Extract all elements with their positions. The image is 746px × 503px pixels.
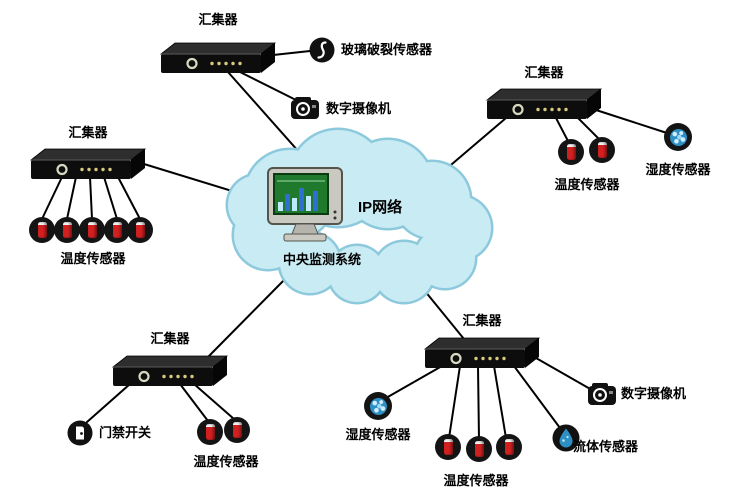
fluid-sensor-icon (552, 424, 580, 452)
aggregator-left-label: 汇集器 (68, 125, 108, 140)
humidity-sensor-icon (364, 392, 392, 420)
humidity-sensor-right-label: 湿度传感器 (645, 162, 711, 177)
aggregator-top-icon (159, 41, 277, 75)
aggregator-bottom-right-label: 汇集器 (462, 313, 502, 328)
aggregator-bottom-left-icon (111, 354, 229, 388)
digital-camera-bottom-icon (588, 383, 616, 407)
humidity-sensor-bottom-label: 湿度传感器 (345, 427, 411, 442)
digital-camera-top-icon (291, 97, 319, 121)
glass-break-sensor-label: 玻璃破裂传感器 (341, 42, 433, 57)
temperature-sensor-icon (496, 434, 522, 460)
temperature-sensor-icon (29, 217, 55, 243)
humidity-sensor-icon (664, 123, 692, 151)
door-switch-icon (67, 420, 93, 446)
digital-camera-bottom-label: 数字摄像机 (621, 386, 687, 401)
aggregator-right-icon (485, 87, 603, 121)
temperature-sensor-icon (558, 139, 584, 165)
fluid-sensor-label: 流体传感器 (573, 439, 639, 454)
digital-camera-top-label: 数字摄像机 (326, 101, 392, 116)
central-monitor-icon (266, 166, 348, 250)
temperature-sensor-icon (54, 217, 80, 243)
aggregator-right-label: 汇集器 (524, 65, 564, 80)
temperature-sensor-icon (589, 137, 615, 163)
temperature-sensors-bottom-right-label: 温度传感器 (443, 473, 509, 488)
central-system-label: 中央监测系统 (282, 252, 361, 267)
temperature-sensor-icon (127, 217, 153, 243)
temperature-sensors-right-label: 温度传感器 (554, 177, 620, 192)
temperature-sensor-icon (197, 419, 223, 445)
aggregator-top-label: 汇集器 (198, 12, 238, 27)
temperature-sensor-icon (466, 436, 492, 462)
temperature-sensor-icon (104, 217, 130, 243)
aggregator-bottom-left-label: 汇集器 (150, 331, 190, 346)
temperature-sensor-icon (224, 417, 250, 443)
temperature-sensors-left-label: 温度传感器 (60, 251, 126, 266)
ip-network-label: IP网络 (358, 199, 403, 216)
temperature-sensors-bottom-left-label: 温度传感器 (193, 454, 259, 469)
temperature-sensor-icon (435, 434, 461, 460)
aggregator-left-icon (29, 147, 147, 181)
temperature-sensor-icon (79, 217, 105, 243)
door-switch-label: 门禁开关 (99, 425, 152, 440)
glass-break-sensor-icon (309, 37, 335, 63)
aggregator-bottom-right-icon (423, 336, 541, 370)
